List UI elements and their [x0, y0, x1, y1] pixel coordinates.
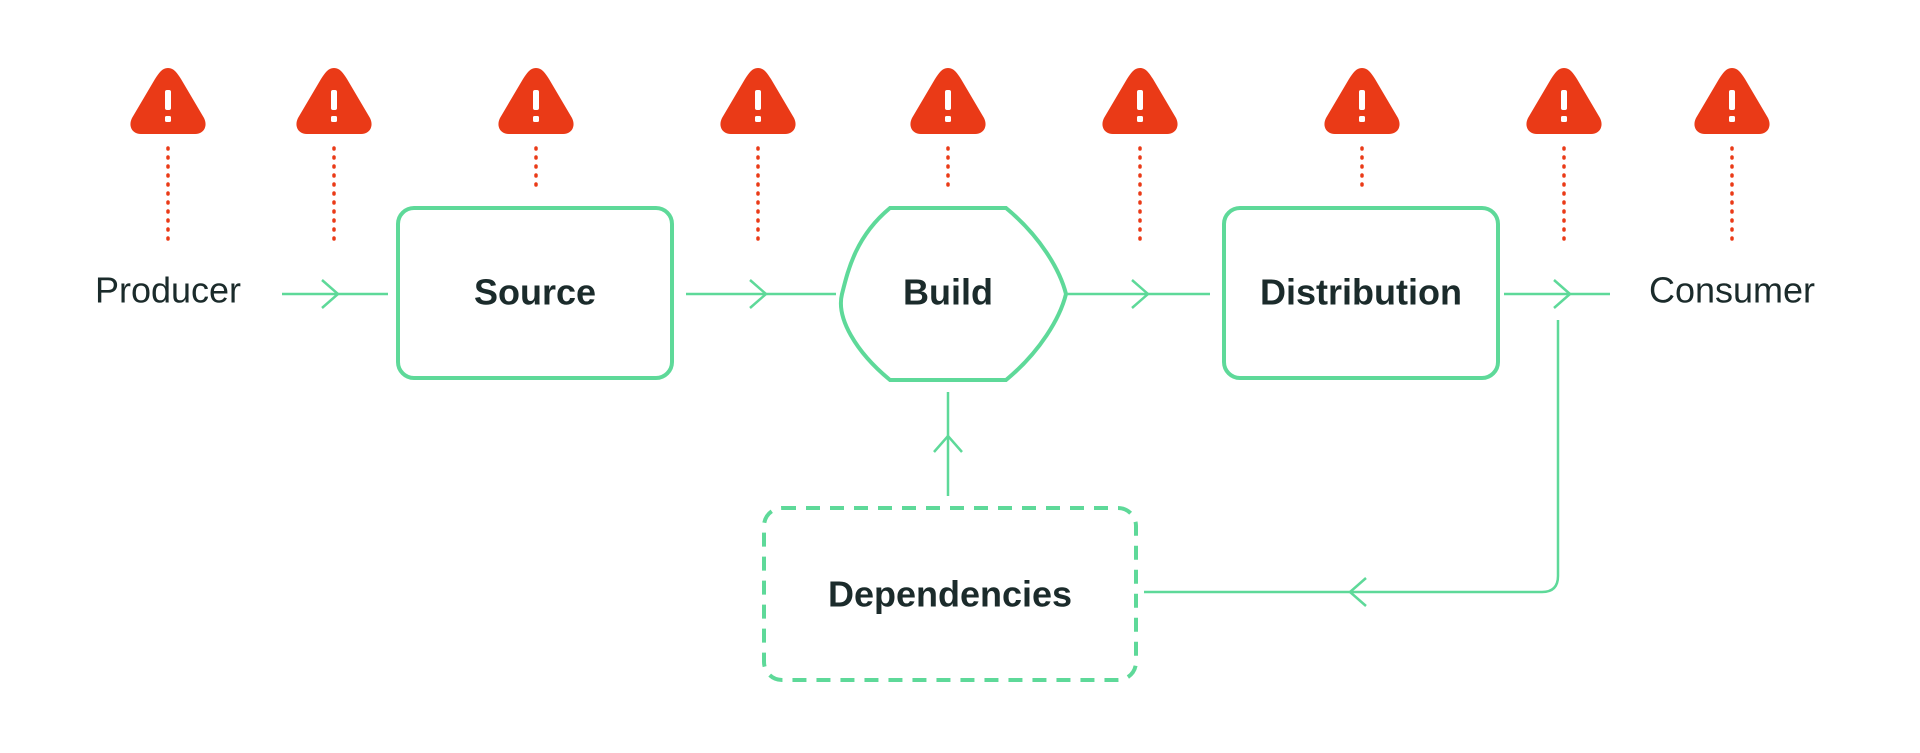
- distribution-label: Distribution: [1260, 272, 1462, 313]
- risk-marker-build-distribution: [1102, 68, 1178, 247]
- warning-triangle-icon: [1694, 68, 1770, 134]
- flow-arrows: [282, 279, 1610, 607]
- build-label: Build: [903, 272, 993, 313]
- producer-label: Producer: [95, 270, 241, 311]
- risk-marker-distribution: [1324, 68, 1400, 194]
- arrow-producer-to-source: [282, 279, 388, 309]
- warning-triangle-icon: [1102, 68, 1178, 134]
- arrow-consumer-to-dependencies: [1144, 320, 1560, 607]
- source-label: Source: [474, 272, 596, 313]
- warning-triangle-icon: [1526, 68, 1602, 134]
- risk-marker-source: [498, 68, 574, 194]
- warning-triangle-icon: [296, 68, 372, 134]
- arrow-build-to-distribution: [1064, 279, 1210, 309]
- dependencies-box: [762, 506, 1138, 682]
- arrow-source-to-build: [686, 279, 836, 309]
- warning-triangle-icon: [498, 68, 574, 134]
- arrow-distribution-to-consumer: [1504, 279, 1610, 309]
- build-hexagon: [839, 206, 1069, 382]
- arrow-dependencies-to-build: [933, 392, 963, 496]
- warning-triangle-icon: [910, 68, 986, 134]
- warning-triangle-icon: [720, 68, 796, 134]
- node-producer: Producer: [95, 270, 241, 311]
- node-build: Build: [839, 206, 1069, 382]
- risk-marker-distribution-consumer: [1526, 68, 1602, 247]
- node-dependencies: Dependencies: [762, 506, 1138, 682]
- risk-marker-source-build: [720, 68, 796, 247]
- consumer-label: Consumer: [1649, 270, 1815, 311]
- dependencies-label: Dependencies: [828, 574, 1072, 615]
- node-consumer: Consumer: [1649, 270, 1815, 311]
- risk-marker-producer: [130, 68, 206, 247]
- warning-triangle-icon: [1324, 68, 1400, 134]
- risk-marker-producer-source: [296, 68, 372, 247]
- distribution-box: [1222, 206, 1500, 380]
- node-source: Source: [396, 206, 674, 380]
- risk-marker-build: [910, 68, 986, 194]
- node-distribution: Distribution: [1222, 206, 1500, 380]
- warning-triangle-icon: [130, 68, 206, 134]
- risk-markers: [130, 68, 1770, 247]
- source-box: [396, 206, 674, 380]
- risk-marker-consumer: [1694, 68, 1770, 247]
